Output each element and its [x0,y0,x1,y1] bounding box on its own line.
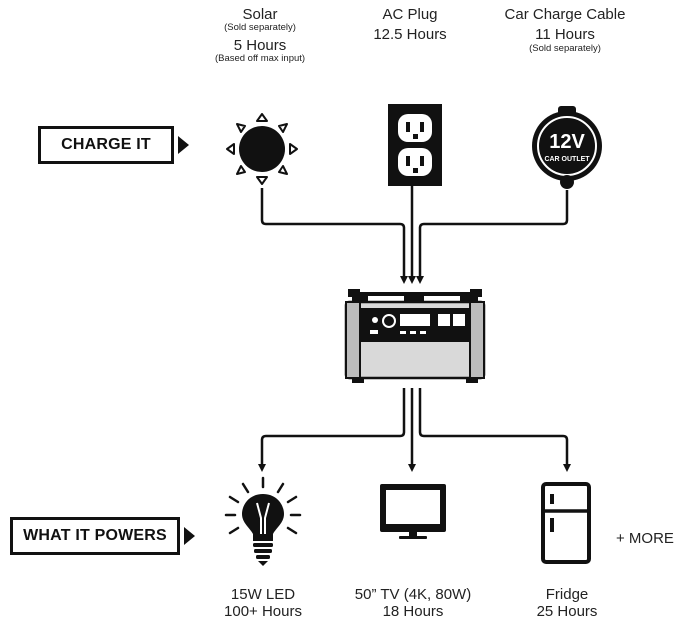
solar-duration: 5 Hours [233,37,287,55]
fridge-title: Fridge [545,586,589,603]
solar-input-note: (Based off max input) [214,53,306,65]
ac-title: AC Plug [382,6,438,23]
fridge-connector [418,388,571,472]
led-title: 15W LED [230,586,296,603]
charge-it-callout: CHARGE IT [38,126,189,164]
charge-it-label: CHARGE IT [61,136,151,153]
car-connector [416,190,569,284]
what-it-powers-pointer [184,527,195,545]
light-bulb-icon [224,476,302,566]
led-connector [258,388,406,472]
more-text: + MORE [616,530,674,547]
ac-duration: 12.5 Hours [373,26,447,44]
fridge-duration: 25 Hours [536,603,598,621]
car-title: Car Charge Cable [504,6,626,23]
car-note: (Sold separately) [529,42,601,54]
car-outlet-caption: CAR OUTLET [544,156,590,163]
solar-title: Solar [242,6,278,23]
car-label: Car Charge Cable 11 Hours (Sold separate… [490,6,640,54]
solar-note: (Sold separately) [224,22,296,34]
led-output-label: 15W LED 100+ Hours [203,586,323,621]
fridge-icon [541,482,591,564]
tv-duration: 18 Hours [382,603,444,621]
tv-title: 50” TV (4K, 80W) [354,586,472,603]
wall-outlet-icon [388,104,442,186]
tv-icon [380,484,446,539]
tv-output-label: 50” TV (4K, 80W) 18 Hours [338,586,488,621]
ac-label: AC Plug 12.5 Hours [350,6,470,44]
sun-icon [226,113,298,185]
charge-it-box: CHARGE IT [38,126,174,164]
output-connectors [258,388,571,472]
what-it-powers-callout: WHAT IT POWERS [10,517,195,555]
car-outlet-icon: 12V CAR OUTLET [532,106,602,189]
charge-it-pointer [178,136,189,154]
solar-label: Solar (Sold separately) 5 Hours (Based o… [200,6,320,65]
led-duration: 100+ Hours [224,603,302,621]
power-station-icon [344,289,486,383]
car-duration: 11 Hours [535,26,595,44]
car-outlet-voltage: 12V [549,131,585,153]
solar-connector [260,188,408,284]
more-label: + MORE [616,530,692,548]
input-connectors [260,186,569,284]
what-it-powers-label: WHAT IT POWERS [23,527,167,544]
what-it-powers-box: WHAT IT POWERS [10,517,180,555]
fridge-output-label: Fridge 25 Hours [507,586,627,621]
